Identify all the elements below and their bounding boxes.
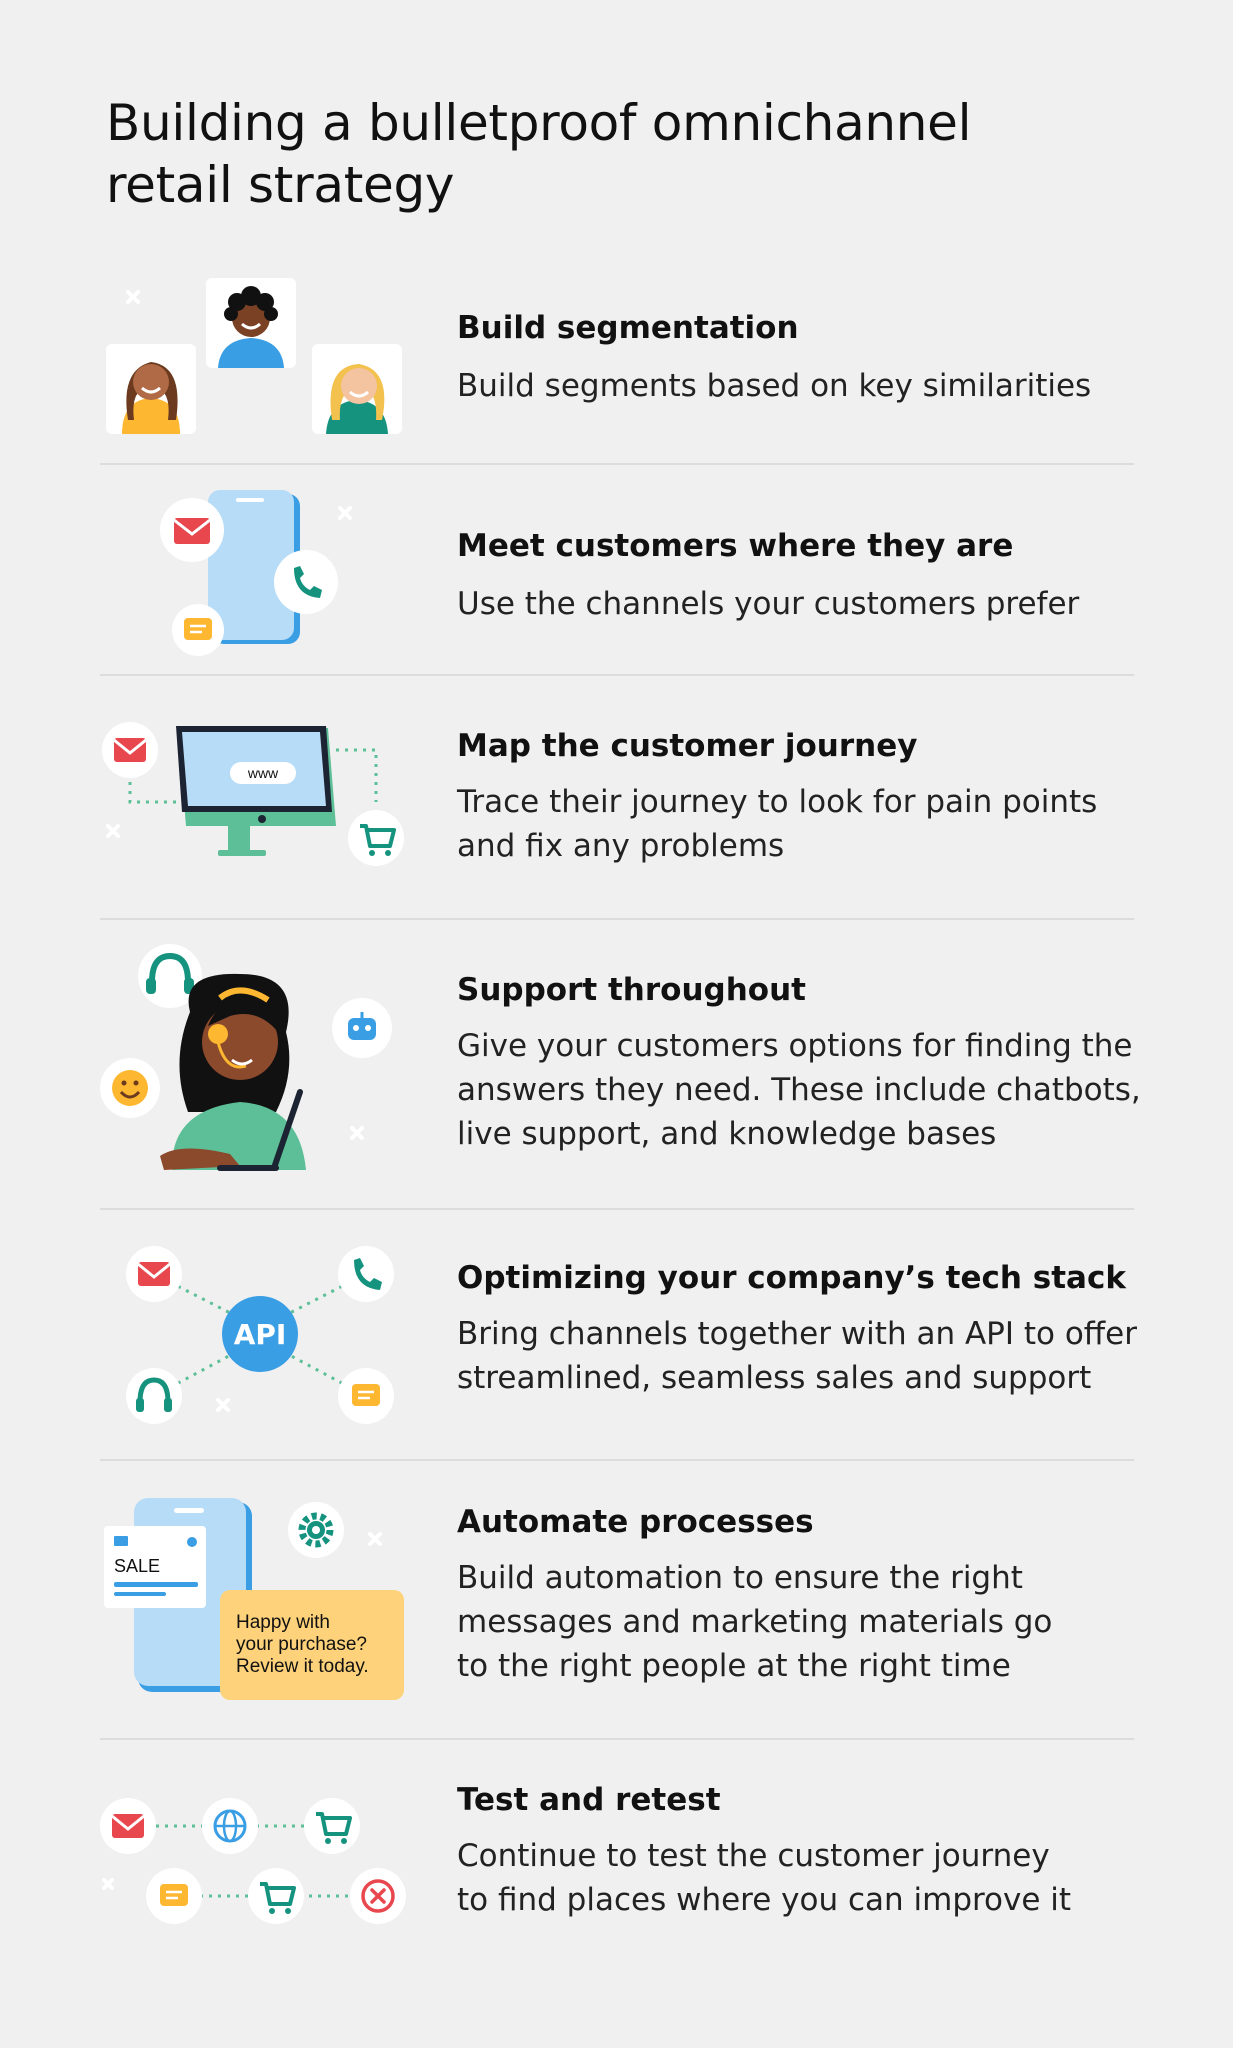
mail-icon: [100, 1798, 156, 1854]
close-icon: [102, 1878, 114, 1890]
close-icon: [368, 1532, 382, 1546]
channels-illustration: [100, 490, 420, 660]
section-heading: Map the customer journey: [457, 728, 918, 764]
close-icon: [350, 1126, 364, 1140]
cart-icon: [304, 1798, 360, 1854]
close-icon: [126, 290, 140, 304]
error-icon: [350, 1868, 406, 1924]
divider: [100, 674, 1134, 676]
support-agent-icon: [160, 973, 306, 1171]
journey-illustration: www: [100, 716, 420, 876]
section-heading: Support throughout: [457, 972, 806, 1008]
gear-icon: [288, 1502, 344, 1558]
divider: [100, 1459, 1134, 1461]
cart-icon: [248, 1868, 304, 1924]
section-body: Continue to test the customer journey to…: [457, 1838, 1072, 1918]
section-heading: Meet customers where they are: [457, 528, 1014, 564]
avatar-woman-teal: [312, 344, 402, 434]
chat-icon: [338, 1368, 394, 1424]
review-note-text: Happy with your purchase? Review it toda…: [236, 1612, 369, 1677]
review-note: [220, 1590, 404, 1700]
sale-label: SALE: [114, 1556, 160, 1576]
section-body: Give your customers options for finding …: [457, 1028, 1141, 1152]
api-hub: API: [222, 1296, 298, 1372]
testing-illustration: [100, 1780, 420, 1924]
api-label: API: [234, 1318, 287, 1351]
section-body: Build segments based on key similarities: [457, 368, 1092, 404]
globe-icon: [202, 1798, 258, 1854]
avatar-man-blue: [206, 278, 296, 368]
mail-icon: [160, 498, 224, 562]
section-body: Build automation to ensure the right mes…: [457, 1560, 1053, 1684]
chatbot-icon: [332, 998, 392, 1058]
computer-icon: www: [176, 726, 336, 856]
www-label: www: [247, 765, 279, 781]
close-icon: [106, 824, 120, 838]
automation-illustration: SALE Happy with your purchase? Review it…: [100, 1496, 420, 1706]
section-heading: Test and retest: [457, 1782, 721, 1818]
section-body: Bring channels together with an API to o…: [457, 1316, 1137, 1396]
section-heading: Build segmentation: [457, 310, 799, 346]
page-title: Building a bulletproof omnichannel retai…: [106, 94, 972, 214]
mail-icon: [126, 1246, 182, 1302]
api-illustration: API: [100, 1240, 420, 1430]
cart-icon: [348, 810, 404, 866]
smiley-icon: [100, 1058, 160, 1118]
section-heading: Optimizing your company’s tech stack: [457, 1260, 1126, 1296]
divider: [100, 1208, 1134, 1210]
section-heading: Automate processes: [457, 1504, 814, 1540]
section-body: Use the channels your customers prefer: [457, 586, 1080, 622]
support-illustration: [100, 942, 420, 1172]
section-body: Trace their journey to look for pain poi…: [457, 784, 1098, 864]
avatar-woman-yellow: [106, 344, 196, 434]
headset-icon: [138, 944, 202, 1008]
segmentation-illustration: [100, 270, 420, 440]
close-icon: [338, 506, 352, 520]
divider: [100, 463, 1134, 465]
divider: [100, 1738, 1134, 1740]
close-icon: [216, 1398, 230, 1412]
divider: [100, 918, 1134, 920]
headset-icon: [126, 1368, 182, 1424]
call-icon: [274, 550, 338, 614]
chat-icon: [172, 604, 224, 656]
call-icon: [338, 1246, 394, 1302]
chat-icon: [146, 1868, 202, 1924]
phone-icon: [208, 490, 300, 644]
sale-card: SALE: [104, 1526, 206, 1608]
mail-icon: [102, 722, 158, 778]
